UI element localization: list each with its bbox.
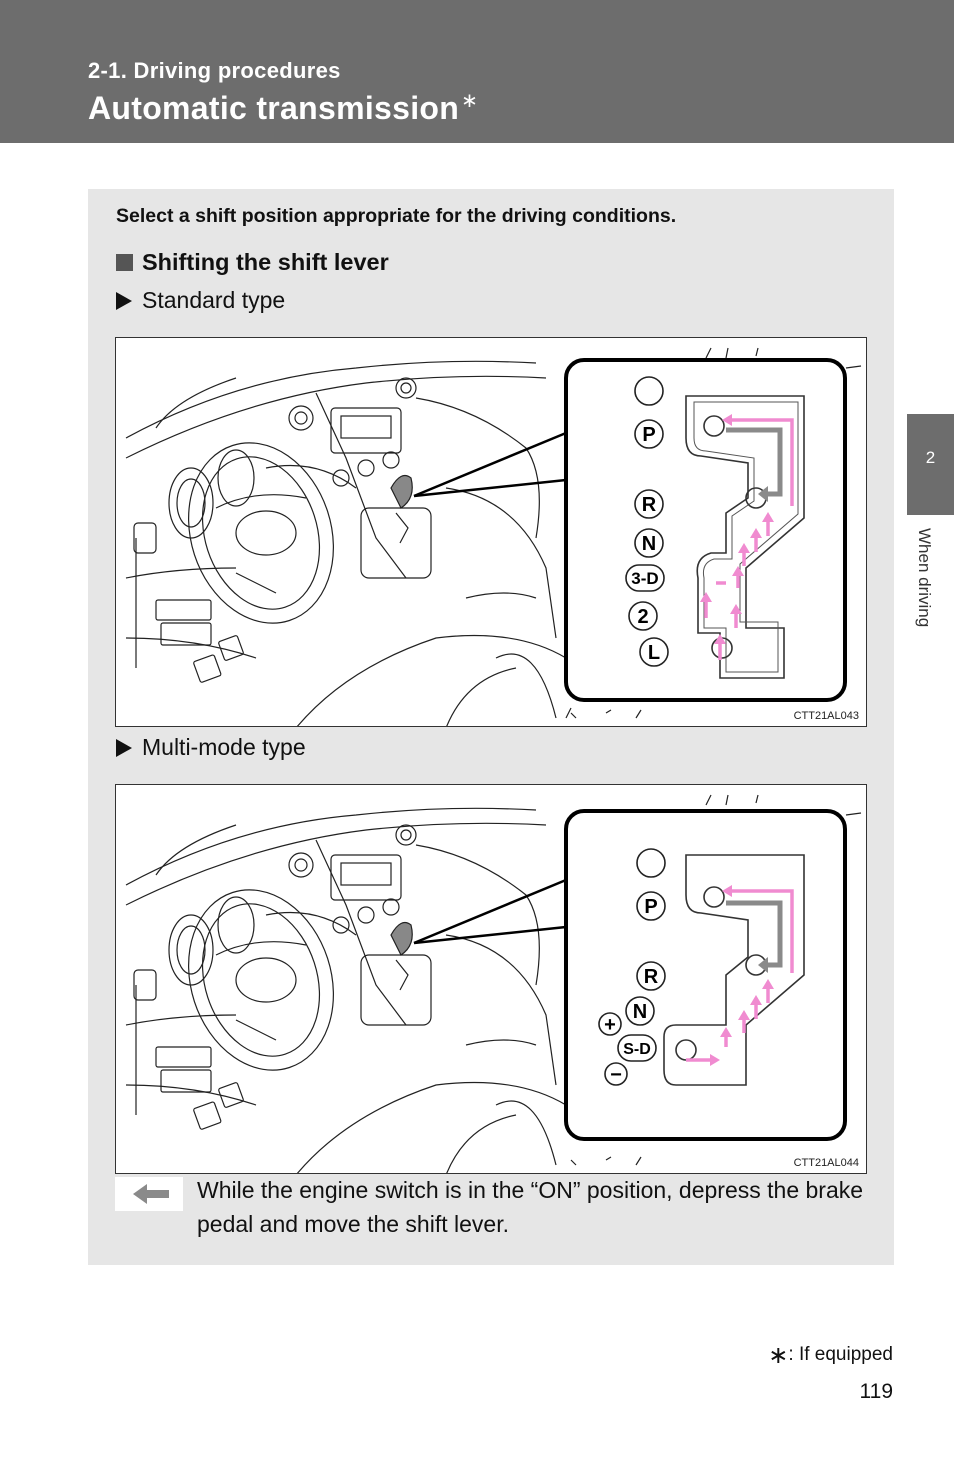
- position-n: N: [642, 533, 656, 555]
- position-plus: +: [604, 1014, 616, 1036]
- footnote-mark: ∗: [768, 1342, 789, 1369]
- chapter-number: 2: [925, 448, 936, 467]
- page-header: 2-1. Driving procedures Automatic transm…: [0, 0, 954, 143]
- subheading: Shifting the shift lever: [116, 249, 389, 276]
- figure-multimode-type: P R N + S-D − CTT21AL044: [115, 784, 867, 1174]
- type-label-multimode: Multi-mode type: [116, 734, 306, 761]
- cockpit-illustration: P R N 3-D 2 L: [125, 347, 862, 726]
- page-title: Automatic transmission∗: [88, 90, 478, 127]
- triangle-bullet-icon: [116, 292, 132, 310]
- triangle-bullet-icon: [116, 739, 132, 757]
- position-r: R: [644, 966, 659, 988]
- position-r: R: [642, 494, 657, 516]
- position-n: N: [633, 1001, 647, 1023]
- position-3d: 3-D: [631, 569, 658, 588]
- type-label-standard: Standard type: [116, 287, 285, 314]
- subheading-text: Shifting the shift lever: [142, 249, 389, 275]
- position-l: L: [648, 642, 660, 664]
- intro-text: Select a shift position appropriate for …: [116, 205, 677, 227]
- page-number: 119: [859, 1380, 893, 1403]
- cockpit-illustration: P R N + S-D −: [125, 794, 862, 1173]
- chapter-tab: 2: [907, 414, 954, 515]
- position-p: P: [644, 896, 657, 918]
- footnote: ∗: If equipped: [768, 1341, 893, 1370]
- legend-note: While the engine switch is in the “ON” p…: [197, 1177, 864, 1237]
- figure-code: CTT21AL043: [793, 710, 859, 722]
- footnote-text: : If equipped: [788, 1344, 893, 1365]
- figure-code: CTT21AL044: [793, 1157, 859, 1169]
- legend-arrow: [115, 1177, 183, 1211]
- position-sd: S-D: [623, 1041, 651, 1058]
- left-arrow-icon: [133, 1184, 169, 1204]
- if-equipped-mark: ∗: [461, 90, 479, 112]
- chapter-label: When driving: [915, 528, 934, 628]
- page-title-text: Automatic transmission: [88, 90, 460, 126]
- position-2: 2: [637, 606, 648, 628]
- position-minus: −: [610, 1064, 622, 1086]
- position-p: P: [642, 424, 655, 446]
- square-bullet-icon: [116, 254, 133, 271]
- figure-standard-type: P R N 3-D 2 L CTT21AL043: [115, 337, 867, 727]
- section-label: 2-1. Driving procedures: [88, 58, 341, 83]
